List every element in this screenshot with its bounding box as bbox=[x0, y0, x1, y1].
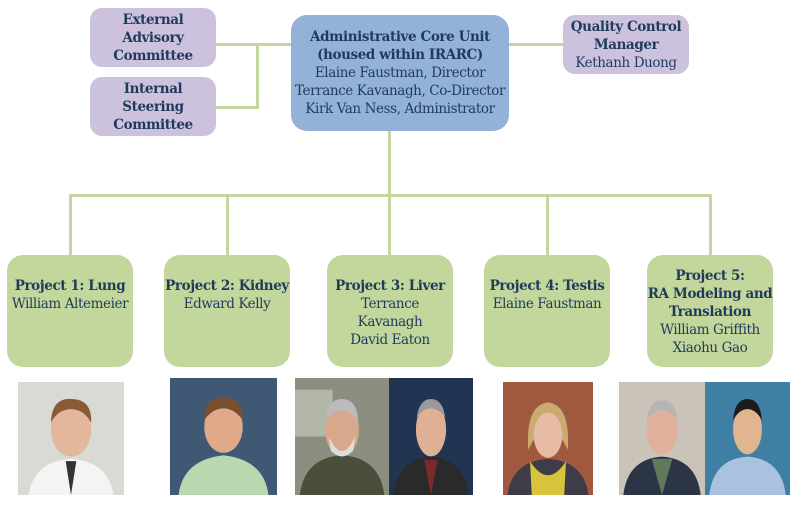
box-title-line: Project 4: Testis bbox=[489, 278, 605, 294]
administrative-core-unit-box: Administrative Core Unit (housed within … bbox=[291, 15, 509, 131]
box-title-line: Committee bbox=[113, 47, 193, 64]
person-name: Kirk Van Ness, Administrator bbox=[305, 101, 495, 117]
person-name: David Eaton bbox=[350, 332, 430, 348]
portrait-photo bbox=[619, 382, 705, 495]
box-title-line: (housed within IRARC) bbox=[317, 47, 483, 63]
person-name: Terrance Kavanagh, Co-Director bbox=[294, 83, 506, 99]
portrait-photo bbox=[503, 382, 593, 495]
person-name: Elaine Faustman bbox=[492, 296, 602, 312]
connector bbox=[216, 43, 291, 46]
connector bbox=[388, 194, 391, 256]
box-title-line: Project 2: Kidney bbox=[165, 278, 289, 294]
portrait-photo bbox=[389, 378, 473, 495]
project-4-box: Project 4: Testis Elaine Faustman bbox=[484, 255, 610, 367]
connector bbox=[226, 194, 229, 256]
internal-steering-committee-box: Internal Steering Committee bbox=[90, 77, 216, 136]
connector bbox=[509, 43, 563, 46]
portrait-photo bbox=[170, 378, 277, 495]
person-name: Xiaohu Gao bbox=[672, 340, 748, 356]
box-title-line: Steering bbox=[122, 98, 184, 115]
box-title-line: External bbox=[122, 11, 184, 28]
box-title-line: Project 1: Lung bbox=[14, 278, 126, 294]
connector bbox=[709, 194, 712, 256]
connector bbox=[216, 106, 259, 109]
box-title-line: RA Modeling and bbox=[647, 286, 773, 302]
portrait-photo bbox=[18, 382, 124, 495]
project-5-box: Project 5: RA Modeling and Translation W… bbox=[647, 255, 773, 367]
connector bbox=[69, 194, 72, 256]
box-title-line: Manager bbox=[593, 36, 659, 53]
box-title-line: Committee bbox=[113, 116, 193, 133]
portrait-photo bbox=[705, 382, 790, 495]
project-3-box: Project 3: Liver Terrance Kavanagh David… bbox=[327, 255, 453, 367]
box-title-line: Translation bbox=[669, 304, 751, 320]
person-name: Kethanh Duong bbox=[575, 54, 677, 71]
box-title-line: Administrative Core Unit bbox=[310, 29, 490, 45]
box-title-line: Internal bbox=[123, 80, 183, 97]
external-advisory-committee-box: External Advisory Committee bbox=[90, 8, 216, 67]
person-name: William Altemeier bbox=[11, 296, 129, 312]
person-name: William Griffith bbox=[660, 322, 760, 338]
box-title-line: Project 3: Liver bbox=[335, 278, 445, 294]
project-2-box: Project 2: Kidney Edward Kelly bbox=[164, 255, 290, 367]
person-name: Terrance Kavanagh bbox=[357, 296, 423, 330]
box-title-line: Project 5: bbox=[675, 268, 745, 284]
box-title-line: Quality Control bbox=[570, 18, 682, 35]
project-1-box: Project 1: Lung William Altemeier bbox=[7, 255, 133, 367]
person-name: Elaine Faustman, Director bbox=[314, 65, 486, 81]
box-title-line: Advisory bbox=[122, 29, 184, 46]
connector bbox=[388, 131, 391, 196]
portrait-photo bbox=[295, 378, 389, 495]
person-name: Edward Kelly bbox=[183, 296, 271, 312]
connector bbox=[256, 43, 259, 109]
quality-control-manager-box: Quality Control Manager Kethanh Duong bbox=[563, 15, 689, 74]
connector bbox=[546, 194, 549, 256]
